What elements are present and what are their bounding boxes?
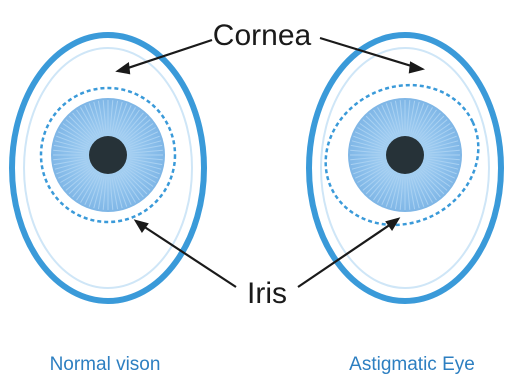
normal-eye xyxy=(12,35,204,301)
normal-eye-pupil xyxy=(89,136,127,174)
normal-eye-caption: Normal vison xyxy=(50,354,161,375)
astigmatic-eye xyxy=(303,35,502,301)
iris-label: Iris xyxy=(247,277,287,310)
astigmatic-eye-pupil xyxy=(386,136,424,174)
astigmatic-eye-caption: Astigmatic Eye xyxy=(349,354,475,375)
cornea-label: Cornea xyxy=(213,19,312,52)
